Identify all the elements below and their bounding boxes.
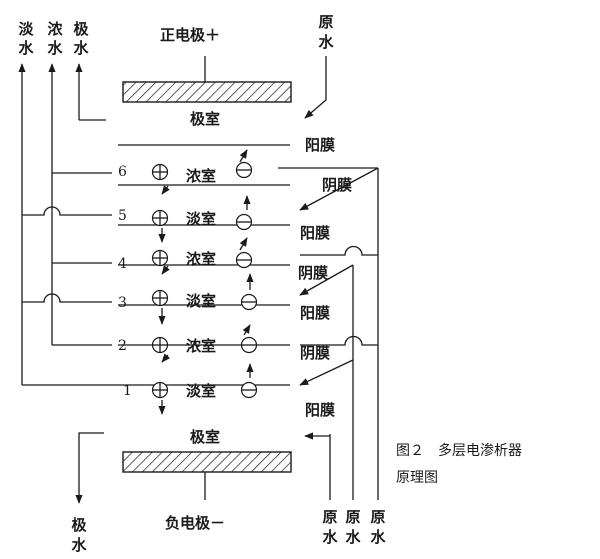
- raw-inlet-3: [299, 264, 354, 296]
- positive-electrode-plate: [122, 81, 292, 103]
- membrane-label-7: 阳膜: [305, 401, 335, 419]
- bottom-raw-water-1-bottom: 水: [322, 528, 338, 546]
- chamber-number-2: 2: [118, 338, 127, 354]
- bottom-raw-water-3-bottom: 水: [370, 528, 386, 546]
- raw-inlet-4-crossover: [300, 245, 378, 256]
- electrode-water-label-top: 极: [73, 20, 89, 38]
- conc-water-label-bottom: 水: [47, 39, 63, 57]
- anion-symbol-6: [235, 161, 253, 179]
- bottom-electrode-water-outlet: [75, 432, 104, 504]
- anion-symbol-4: [235, 251, 253, 269]
- anion-symbol-2: [240, 336, 258, 354]
- bottom-electrode-chamber-label: 极室: [190, 428, 220, 446]
- cation-arrow-4: [161, 265, 170, 275]
- chamber-name-1: 淡室: [186, 382, 216, 400]
- fresh-outlet-3: [22, 293, 112, 303]
- membrane-label-3: 阳膜: [300, 224, 330, 242]
- caption-line-1: 图２ 多层电渗析器: [396, 442, 522, 459]
- chamber-name-2: 浓室: [186, 337, 216, 355]
- raw-inlet-2-crossover: [300, 335, 378, 346]
- chamber-number-1: 1: [123, 383, 132, 399]
- membrane-label-4: 阴膜: [298, 264, 328, 282]
- caption-line-2: 原理图: [396, 470, 438, 486]
- chamber-name-6: 浓室: [186, 167, 216, 185]
- membrane-label-5: 阳膜: [300, 304, 330, 322]
- chamber-number-3: 3: [118, 295, 127, 311]
- cation-arrow-6: [161, 185, 170, 195]
- fresh-water-label-bottom: 水: [18, 39, 34, 57]
- raw-water-label-bottom: 水: [318, 33, 334, 51]
- membrane-label-2: 阴膜: [322, 176, 352, 194]
- negative-electrode-label: 负电极－: [165, 514, 225, 532]
- bottom-raw-water-2-top: 原: [345, 508, 360, 526]
- anion-symbol-1: [240, 381, 258, 399]
- anion-symbol-3: [240, 293, 258, 311]
- cation-symbol-4: [151, 249, 169, 267]
- fresh-outlet-5: [22, 206, 112, 216]
- membrane-label-6: 阴膜: [300, 344, 330, 362]
- bottom-raw-water-3-top: 原: [370, 508, 385, 526]
- raw-water-label-top: 原: [318, 13, 333, 31]
- anion-arrow-6: [239, 149, 248, 163]
- bottom-electrode-water-label-bottom: 水: [71, 536, 87, 554]
- top-electrode-chamber-label: 极室: [190, 110, 220, 128]
- top-raw-water-inlet: [304, 56, 327, 119]
- chamber-name-5: 淡室: [186, 210, 216, 228]
- negative-electrode-plate: [122, 451, 292, 473]
- cation-symbol-6: [151, 163, 169, 181]
- anion-arrow-4: [239, 237, 248, 251]
- membrane-label-1: 阳膜: [305, 136, 335, 154]
- chamber-number-5: 5: [118, 208, 127, 224]
- cation-symbol-5: [151, 209, 169, 227]
- chamber-number-6: 6: [118, 164, 127, 180]
- chamber-number-4: 4: [118, 256, 127, 272]
- chamber-name-3: 淡室: [186, 292, 216, 310]
- anion-arrow-2: [242, 324, 251, 336]
- anion-symbol-5: [235, 213, 253, 231]
- bottom-raw-water-2-bottom: 水: [345, 528, 361, 546]
- raw-inlet-1: [299, 359, 354, 386]
- electrode-water-label-bottom: 水: [73, 39, 89, 57]
- positive-electrode-label: 正电极＋: [160, 26, 220, 44]
- bottom-electrode-water-label-top: 极: [71, 516, 87, 534]
- raw-inlet-5: [299, 167, 379, 211]
- chamber-name-4: 浓室: [186, 250, 216, 268]
- cation-symbol-1: [151, 381, 169, 399]
- fresh-water-label-top: 淡: [18, 20, 34, 38]
- cation-arrow-2: [161, 353, 171, 363]
- cation-symbol-3: [151, 289, 169, 307]
- conc-water-label-top: 浓: [47, 20, 63, 38]
- cation-symbol-2: [151, 336, 169, 354]
- bottom-raw-water-1-top: 原: [322, 508, 337, 526]
